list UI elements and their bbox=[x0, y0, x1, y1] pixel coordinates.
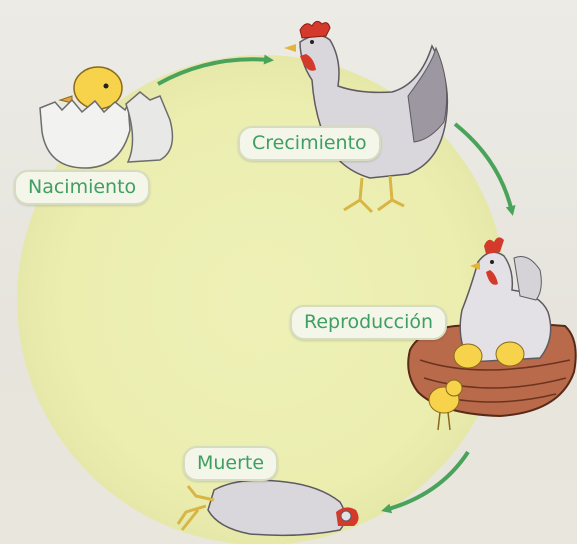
stage-label-muerte: Muerte bbox=[183, 446, 279, 481]
arrow-growth-to-reproduction bbox=[453, 122, 516, 216]
arrow-birth-to-growth bbox=[157, 54, 274, 86]
hen-on-nest-with-chicks-icon bbox=[407, 237, 577, 431]
dead-hen-icon bbox=[176, 479, 359, 537]
stage-label-crecimiento: Crecimiento bbox=[238, 126, 381, 161]
stage-label-nacimiento: Nacimiento bbox=[14, 170, 151, 205]
stage-label-reproduccion: Reproducción bbox=[290, 305, 448, 340]
arrow-reproduction-to-death bbox=[381, 450, 470, 514]
hatching-egg-chick-icon bbox=[39, 66, 174, 169]
